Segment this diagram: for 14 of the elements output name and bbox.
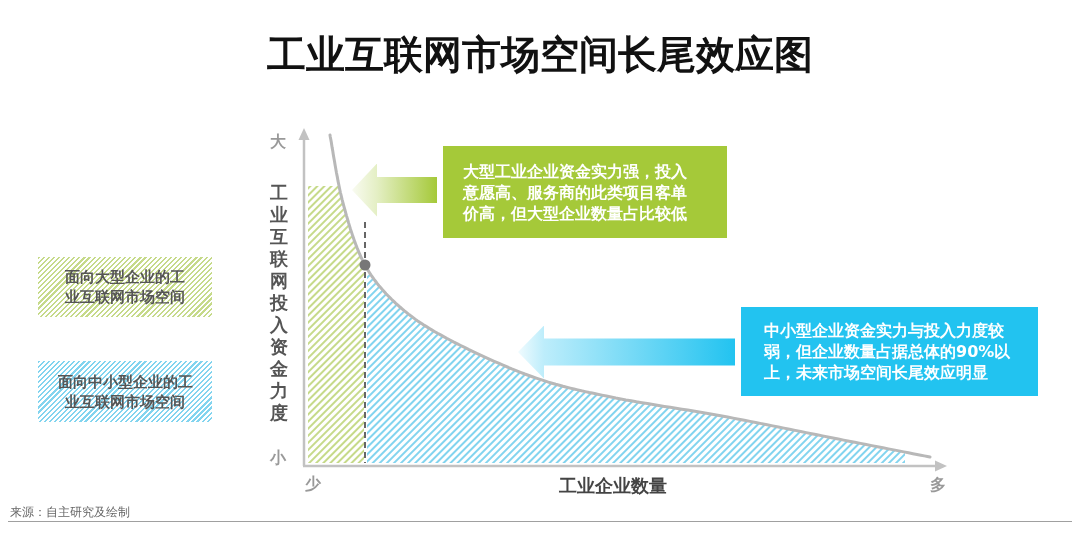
callout-box <box>741 307 1038 396</box>
arrow <box>518 325 735 379</box>
callout-box <box>443 146 727 238</box>
title: 工业互联网市场空间长尾效应图 <box>267 31 813 79</box>
arrow <box>352 163 437 217</box>
axis-end-label: 少 <box>305 474 321 494</box>
axis-title: 工业互联网投入资金力度 <box>269 182 289 424</box>
axis-end-label: 大 <box>270 132 286 152</box>
axis-end-label: 多 <box>930 475 946 495</box>
callout-text: 大型工业企业资金实力强，投入意愿高、服务商的此类项目客单价高，但大型企业数量占比较低 <box>463 160 688 224</box>
hatched-area <box>308 186 364 463</box>
axis-end-label: 小 <box>270 448 286 468</box>
callout-text: 中小型企业资金实力与投入力度较弱，但企业数量占据总体的90%以上，未来市场空间长尾效应明显 <box>764 320 1012 383</box>
source-note: 来源：自主研究及绘制 <box>10 504 130 520</box>
